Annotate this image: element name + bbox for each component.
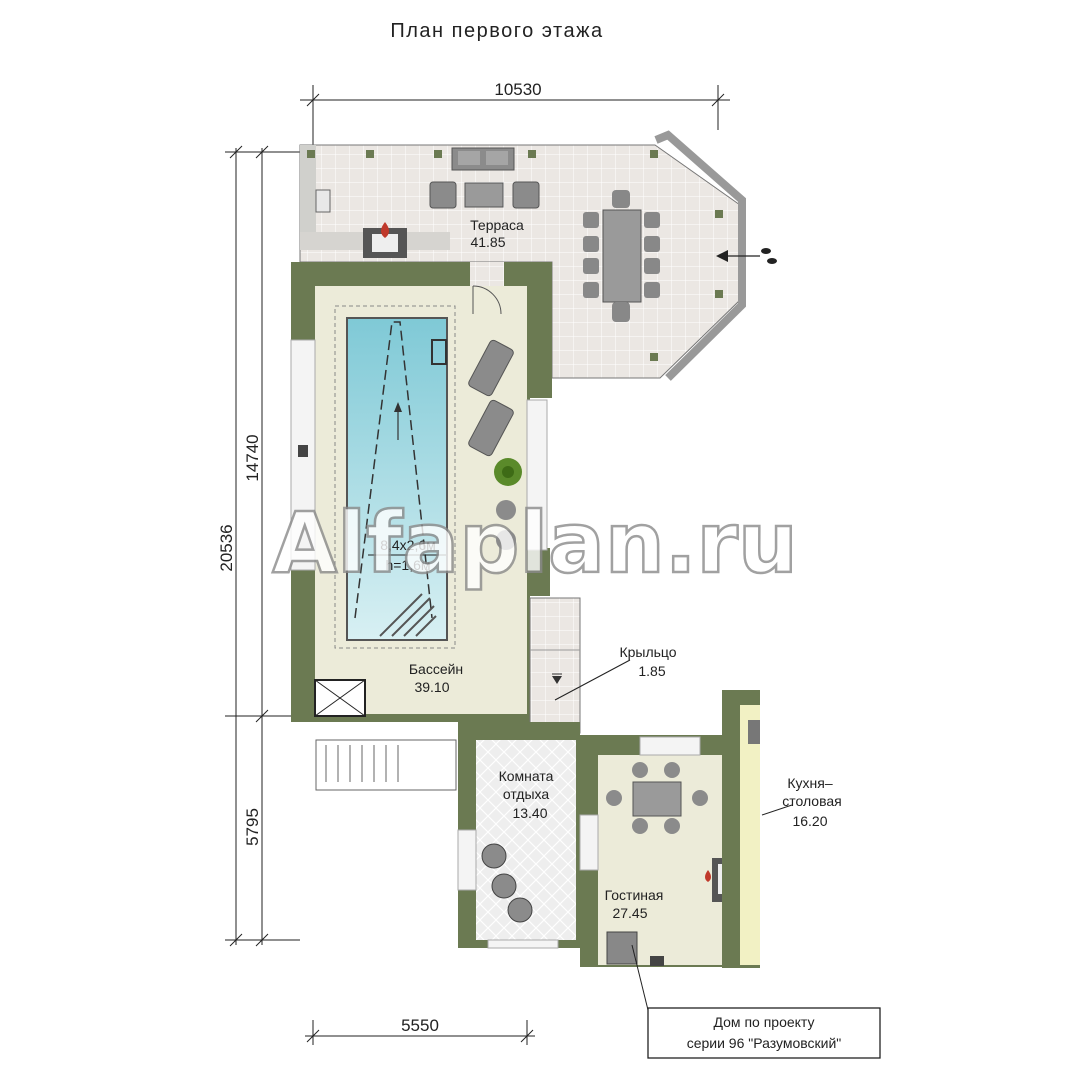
living-room-area: 27.45 [612,905,647,921]
pool-area: 39.10 [414,679,449,695]
kitchen-name-1: Кухня– [787,775,832,791]
porch-area: 1.85 [638,663,665,679]
kitchen-area: 16.20 [792,813,827,829]
note-box [647,1007,881,1059]
terrace-area: 41.85 [470,234,505,250]
lower-height-label: 5795 [243,808,262,846]
steps [315,739,457,791]
pool-hall [290,262,552,740]
bottom-dimension [305,1020,535,1045]
terrace-name: Терраса [470,217,524,233]
kitchen [722,660,793,970]
note-line-1: Дом по проекту [714,1014,815,1030]
total-height-label: 20536 [217,524,236,571]
watermark: Alfaplan.ru [272,494,798,592]
porch [529,597,631,734]
porch-name: Крыльцо [619,644,676,660]
kitchen-name-2: столовая [782,793,842,809]
rest-room [457,722,580,949]
top-width-label: 10530 [494,80,541,99]
bottom-width-label: 5550 [401,1016,439,1035]
note-line-2: серии 96 "Разумовский" [687,1035,842,1051]
rest-room-area: 13.40 [512,805,547,821]
rest-room-name-1: Комната [499,768,554,784]
upper-height-label: 14740 [243,434,262,481]
pool-size: 8,4х2,6м [380,537,436,553]
pool-depth: h=1,6м [385,557,430,573]
left-dimensions [225,145,300,947]
living-room-name: Гостиная [605,887,664,903]
plan-title: План первого этажа [390,20,603,42]
rest-room-name-2: отдыха [503,786,550,802]
terrace [299,130,777,381]
top-dimension [300,85,730,145]
pool-name: Бассейн [409,661,463,677]
